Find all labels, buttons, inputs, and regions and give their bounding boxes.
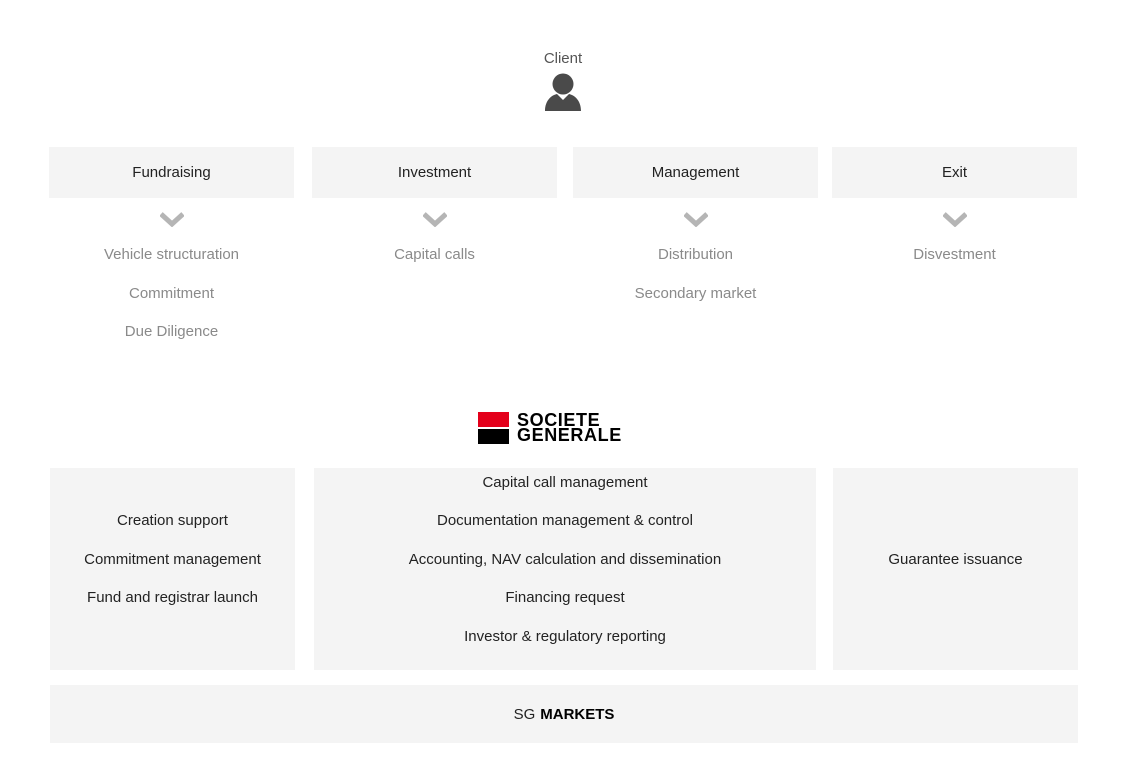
services-exit: Guarantee issuance xyxy=(833,468,1078,670)
services-fundraising: Creation support Commitment management F… xyxy=(50,468,295,670)
service-item: Creation support xyxy=(117,512,228,530)
stage-title: Management xyxy=(573,147,818,198)
stage-investment: Investment Capital calls xyxy=(312,147,557,284)
user-icon xyxy=(545,73,581,111)
stage-item: Commitment xyxy=(128,284,214,302)
stage-exit: Exit Disvestment xyxy=(832,147,1077,284)
chevron-down-icon xyxy=(683,212,708,227)
stage-item: Distribution xyxy=(657,246,734,263)
chevron-down-icon xyxy=(942,212,967,227)
service-item: Capital call management xyxy=(482,473,648,491)
chevron-down-icon xyxy=(422,212,447,227)
service-item: Fund and registrar launch xyxy=(87,589,258,607)
service-item: Guarantee issuance xyxy=(888,550,1023,568)
service-item: Accounting, NAV calculation and dissemin… xyxy=(408,550,722,568)
chevron-down-icon xyxy=(159,212,184,227)
services-investment-management: Capital call management Documentation ma… xyxy=(314,468,816,670)
service-item: Documentation management & control xyxy=(437,512,693,530)
client-node: Client xyxy=(513,50,613,112)
stage-item: Secondary market xyxy=(634,284,757,302)
service-item: Commitment management xyxy=(84,550,261,568)
stage-item: Disvestment xyxy=(913,246,996,263)
stage-title: Fundraising xyxy=(49,147,294,198)
client-label: Client xyxy=(543,50,583,67)
societe-generale-logo: SOCIETE GENERALE xyxy=(478,410,622,445)
service-item: Financing request xyxy=(505,589,625,607)
stage-fundraising: Fundraising Vehicle structuration Commit… xyxy=(49,147,294,361)
logo-mark xyxy=(478,412,509,444)
platform-prefix: SG xyxy=(513,705,536,723)
platform-name: MARKETS xyxy=(540,705,615,723)
service-item: Investor & regulatory reporting xyxy=(464,627,666,645)
stage-item: Due Diligence xyxy=(124,323,219,340)
stage-title: Investment xyxy=(312,147,557,198)
stage-management: Management Distribution Secondary market xyxy=(573,147,818,322)
stage-item: Vehicle structuration xyxy=(103,246,240,263)
stage-item: Capital calls xyxy=(394,246,475,263)
logo-wordmark: SOCIETE GENERALE xyxy=(517,410,622,445)
stage-title: Exit xyxy=(832,147,1077,198)
